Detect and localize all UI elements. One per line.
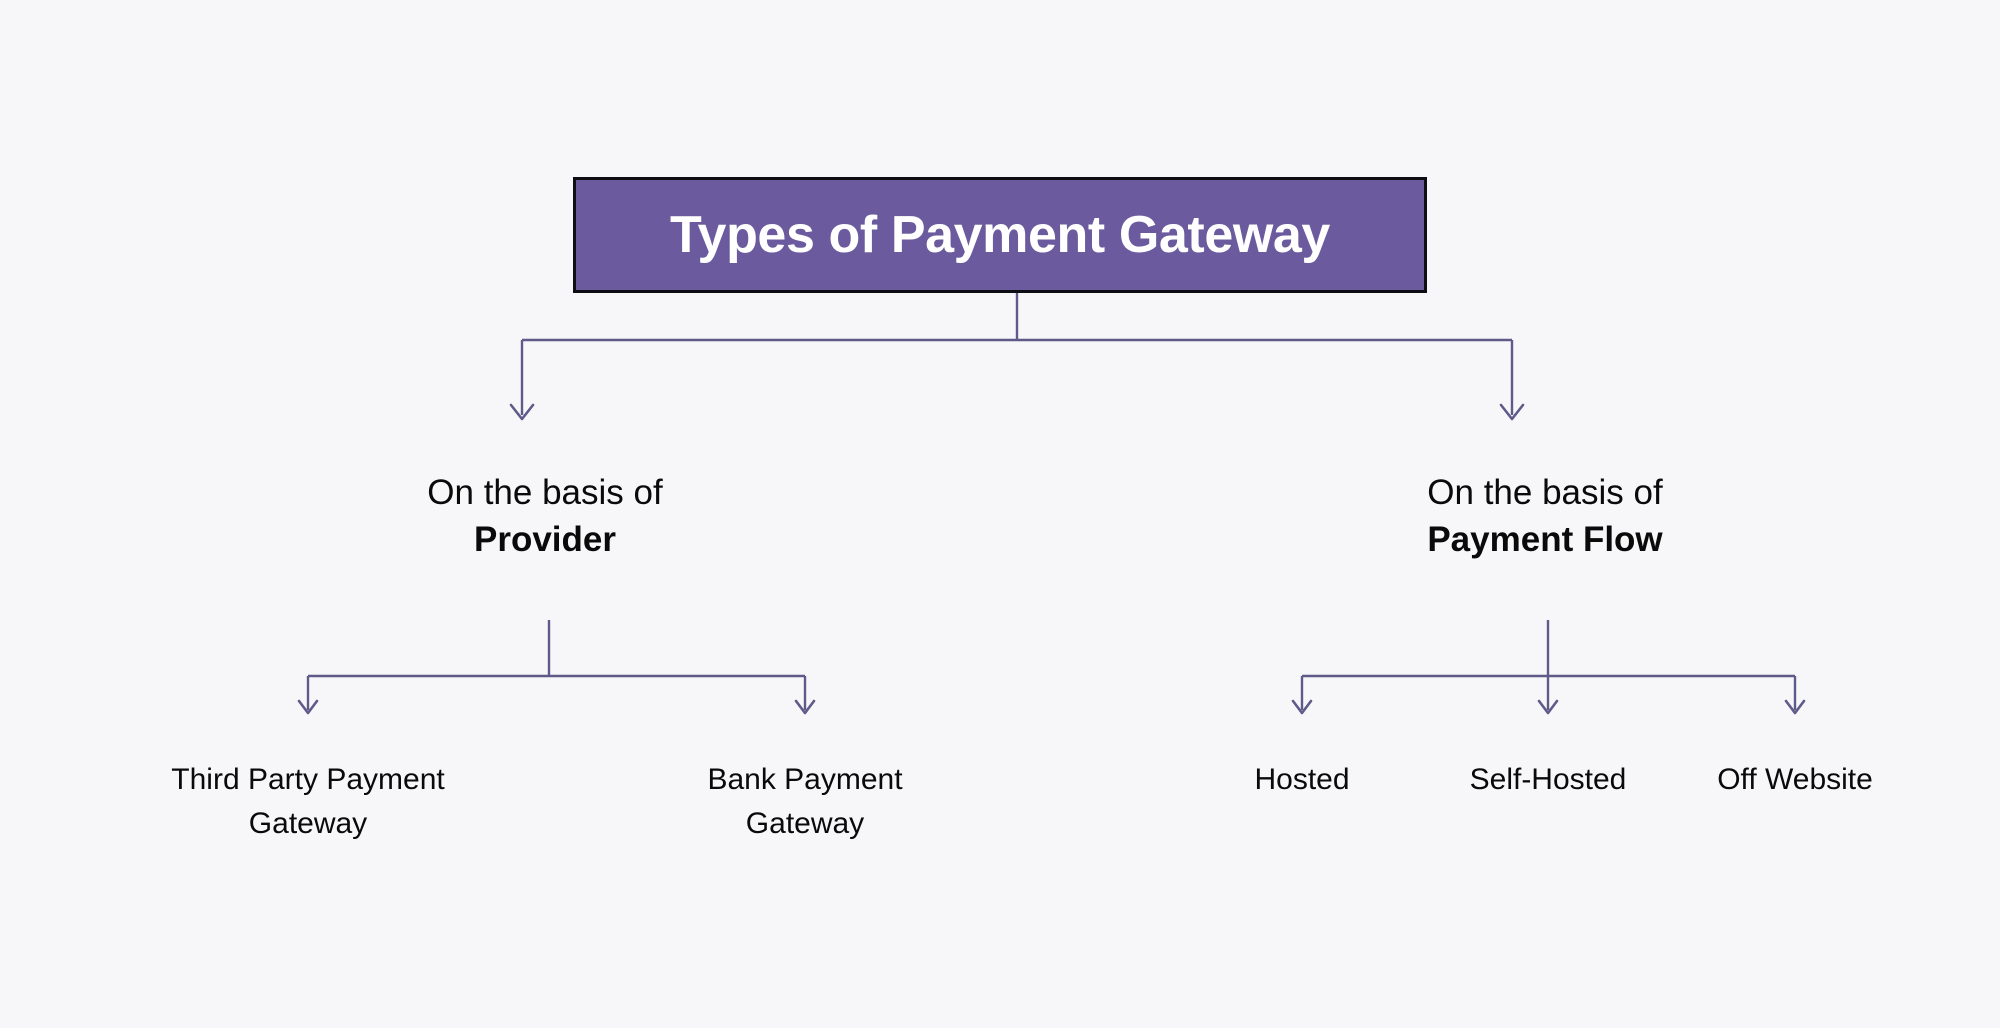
branch-label-payment-flow-line1: On the basis of (1427, 473, 1663, 512)
arrowhead-level1-right (1499, 403, 1525, 421)
leaf-label-self-hosted: Self-Hosted (1398, 758, 1698, 802)
root-title-text: Types of Payment Gateway (670, 206, 1330, 264)
arrowhead-left-child2 (794, 699, 816, 715)
leaf-label-third-party-line2: Gateway (248, 806, 368, 840)
arrowhead-level1-left (509, 403, 535, 421)
arrowhead-right-child1 (1291, 699, 1313, 715)
branch-label-payment-flow-line2: Payment Flow (1427, 519, 1663, 559)
arrowhead-left-child1 (297, 699, 319, 715)
arrowhead-right-child3 (1784, 699, 1806, 715)
leaf-label-bank-line2: Gateway (745, 806, 865, 840)
leaf-label-self-hosted-line1: Self-Hosted (1469, 763, 1627, 796)
root-title-box[interactable]: Types of Payment Gateway (573, 177, 1427, 293)
arrowhead-right-child2 (1537, 699, 1559, 715)
leaf-label-bank-payment-gateway: Bank Payment Gateway (555, 758, 1055, 845)
leaf-label-bank-line1: Bank Payment (707, 763, 903, 796)
branch-label-provider-line2: Provider (474, 519, 616, 559)
leaf-label-off-website: Off Website (1645, 758, 1945, 802)
leaf-label-off-website-line1: Off Website (1717, 763, 1873, 796)
branch-label-provider-line1: On the basis of (427, 473, 663, 512)
leaf-label-third-party-payment-gateway: Third Party Payment Gateway (58, 758, 558, 845)
leaf-label-third-party-line1: Third Party Payment (171, 763, 445, 796)
leaf-label-hosted-line1: Hosted (1254, 763, 1350, 796)
leaf-label-hosted: Hosted (1152, 758, 1452, 802)
branch-label-payment-flow: On the basis of Payment Flow (1245, 470, 1845, 563)
branch-label-provider: On the basis of Provider (245, 470, 845, 563)
